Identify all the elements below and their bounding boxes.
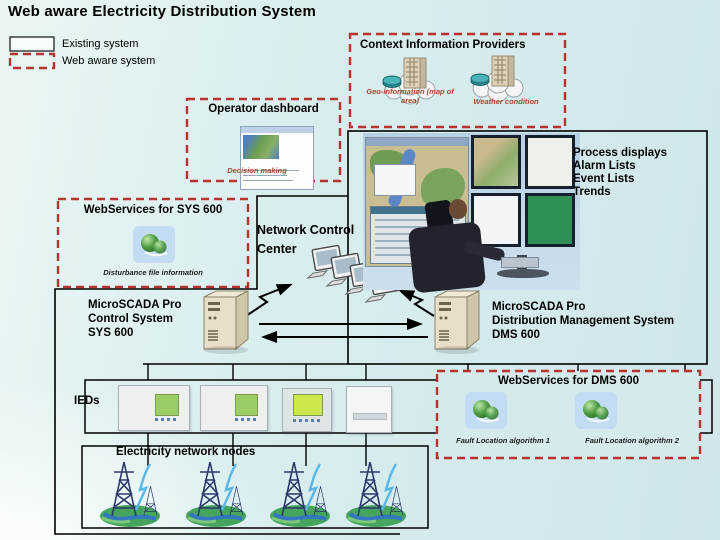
- network-node-tower-icon: [344, 460, 408, 529]
- scada-dms600-line3: DMS 600: [492, 329, 540, 341]
- dms600-to-ncc-arrow: [398, 289, 435, 317]
- geo-information-label: Geo-information (map of area): [366, 87, 454, 105]
- bus-to-ied-connectors: [147, 364, 686, 466]
- operator-person: [449, 199, 467, 219]
- legend-web-aware-label: Web aware system: [62, 55, 156, 67]
- event-lists-line: Event Lists: [573, 173, 635, 185]
- alarm-lists-line: Alarm Lists: [573, 160, 636, 172]
- scada-dms600-line1: MicroSCADA Pro: [492, 301, 586, 313]
- existing-system-boundary-line: [54, 195, 400, 535]
- fault-location-2-icon: [574, 391, 618, 430]
- trends-line: Trends: [573, 186, 611, 198]
- electricity-network-nodes-box: [81, 445, 429, 529]
- dashboard-thumbnail-text-pane: [240, 167, 314, 190]
- scada-sys600-line3: SYS 600: [88, 327, 134, 339]
- control-room-photo: [363, 133, 580, 294]
- ieds-label: IEDs: [74, 395, 100, 407]
- monitor-wall: [471, 135, 579, 278]
- context-providers-box: [348, 32, 567, 129]
- legend-existing-swatch: [9, 36, 55, 52]
- dms600-server-icon: [434, 290, 480, 355]
- ws-sys600-title: WebServices for SYS 600: [83, 204, 223, 216]
- network-nodes-label: Electricity network nodes: [116, 446, 256, 458]
- scada-dms600-line2: Distribution Management System: [492, 315, 675, 327]
- ied-relay-icon: [118, 385, 190, 431]
- fault-location-1-label: Fault Location algorithm 1: [456, 436, 550, 445]
- scada-sys600-line2: Control System: [88, 313, 173, 325]
- fault-location-1-icon: [464, 391, 508, 430]
- ncc-existing-system-box: [347, 130, 708, 365]
- sys600-server-icon: [203, 290, 249, 355]
- ied-relay-icon: [282, 388, 332, 432]
- operator-dashboard-title: Operator dashboard: [208, 103, 319, 115]
- dashboard-browser-thumbnail: [240, 126, 314, 168]
- disturbance-file-note: Disturbance file information: [103, 268, 203, 277]
- ws-dms600-title: WebServices for DMS 600: [497, 375, 640, 387]
- network-node-tower-icon: [184, 460, 248, 529]
- network-control-center-label: Network Control Center: [257, 223, 355, 256]
- ied-relay-icon: [200, 385, 268, 431]
- network-node-tower-icon: [98, 460, 162, 529]
- legend-web-aware-swatch: [8, 52, 56, 70]
- decision-making-note: Decision making: [227, 166, 287, 175]
- legend-existing-label: Existing system: [62, 38, 139, 50]
- slide-title: Web aware Electricity Distribution Syste…: [8, 3, 317, 20]
- ieds-box: [84, 379, 713, 434]
- weather-condition-icon: [470, 55, 524, 103]
- sys600-to-ncc-arrow: [245, 283, 293, 317]
- ied-relay-icon: [346, 386, 392, 433]
- fault-location-2-label: Fault Location algorithm 2: [585, 436, 679, 445]
- ws-sys600-service-icon: [132, 225, 176, 264]
- operator-dashboard-box: [185, 97, 342, 183]
- weather-condition-label: Weather condition: [473, 97, 539, 106]
- context-providers-title: Context Information Providers: [360, 39, 526, 51]
- process-displays-line: Process displays: [573, 147, 667, 159]
- ws-sys600-box: [56, 197, 250, 289]
- network-node-tower-icon: [268, 460, 332, 529]
- scada-sys600-line1: MicroSCADA Pro: [88, 299, 182, 311]
